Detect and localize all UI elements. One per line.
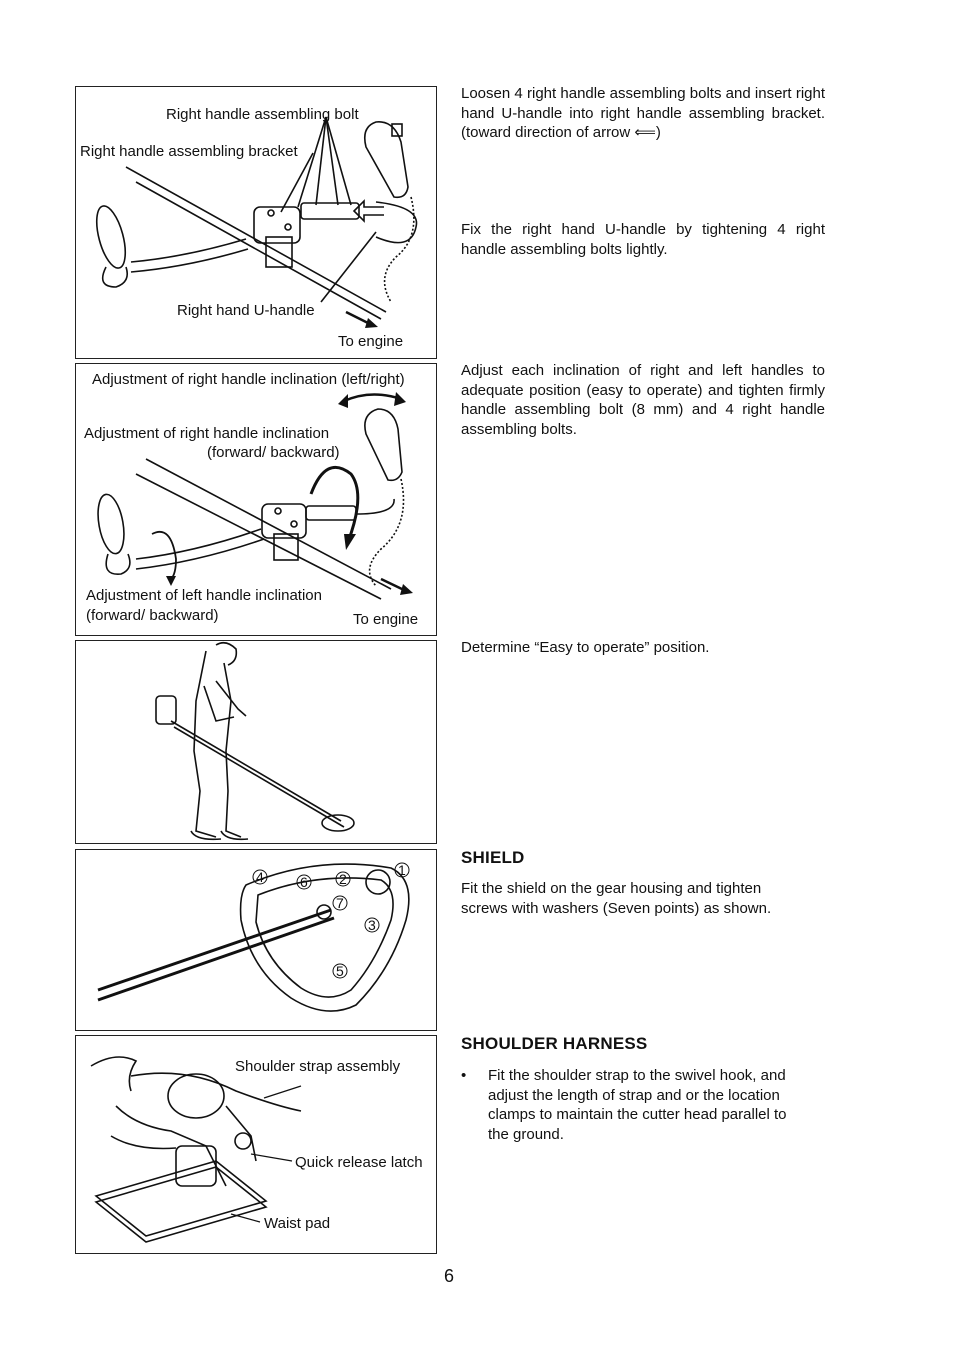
shield-point-6: 6 bbox=[300, 874, 308, 890]
step-fix-u-handle: Fix the right hand U-handle by tightenin… bbox=[461, 221, 825, 258]
handle-inclination-illustration bbox=[97, 392, 413, 600]
shield-point-1: 1 bbox=[398, 862, 406, 878]
figure-handle-inclination: Adjustment of right handle inclination (… bbox=[75, 363, 437, 636]
page-number: 6 bbox=[444, 1266, 455, 1286]
harness-instructions: Fit the shoulder strap to the swivel hoo… bbox=[488, 1067, 787, 1143]
shield-point-2: 2 bbox=[339, 871, 347, 887]
shield-illustration: 1 2 3 4 5 6 7 bbox=[97, 862, 410, 1012]
shield-instructions: Fit the shield on the gear housing and t… bbox=[461, 880, 772, 917]
harness-illustration bbox=[90, 1056, 302, 1243]
label-right-incline-fb-line2: (forward/ backward) bbox=[207, 444, 340, 461]
step-adjust-inclination: Adjust each inclination of right and lef… bbox=[461, 362, 825, 438]
label-to-engine-2: To engine bbox=[353, 611, 419, 628]
label-right-incline-fb-line1: Adjustment of right handle inclination bbox=[84, 425, 330, 442]
label-right-handle-bolt: Right handle assembling bolt bbox=[166, 106, 359, 123]
label-quick-release-latch: Quick release latch bbox=[295, 1154, 423, 1171]
step-insert-close: ) bbox=[655, 124, 661, 141]
figure-operator-position bbox=[75, 640, 437, 844]
shield-point-3: 3 bbox=[368, 917, 376, 933]
heading-shield: SHIELD bbox=[461, 848, 525, 867]
bullet-dot: • bbox=[461, 1067, 467, 1084]
label-right-handle-bracket: Right handle assembling bracket bbox=[80, 143, 298, 160]
label-right-hand-u-handle: Right hand U-handle bbox=[177, 302, 315, 319]
step-insert-text: Loosen 4 right handle assembling bolts a… bbox=[461, 85, 825, 141]
step-determine-position: Determine “Easy to operate” position. bbox=[461, 639, 710, 656]
figure-handle-insert: Right handle assembling bolt Right handl… bbox=[75, 86, 437, 359]
label-left-incline-line2: (forward/ backward) bbox=[86, 607, 219, 624]
shield-point-5: 5 bbox=[336, 963, 344, 979]
label-right-incline-left-right: Adjustment of right handle inclination (… bbox=[92, 371, 405, 388]
operator-illustration bbox=[155, 641, 355, 841]
label-left-incline-line1: Adjustment of left handle inclination bbox=[86, 587, 322, 604]
label-waist-pad: Waist pad bbox=[264, 1215, 331, 1232]
arrow-left-icon: ⟸ bbox=[634, 124, 656, 141]
figure-shield: 1 2 3 4 5 6 7 bbox=[75, 849, 437, 1031]
shield-point-7: 7 bbox=[336, 895, 344, 911]
figure-shoulder-harness: Shoulder strap assembly Quick release la… bbox=[75, 1035, 437, 1254]
step-insert-u-handle: Loosen 4 right handle assembling bolts a… bbox=[461, 84, 825, 143]
handle-insert-illustration bbox=[95, 116, 418, 328]
label-shoulder-strap-assembly: Shoulder strap assembly bbox=[235, 1058, 401, 1075]
shield-point-4: 4 bbox=[256, 869, 264, 885]
label-to-engine: To engine bbox=[338, 333, 404, 350]
heading-shoulder-harness: SHOULDER HARNESS bbox=[461, 1034, 648, 1053]
